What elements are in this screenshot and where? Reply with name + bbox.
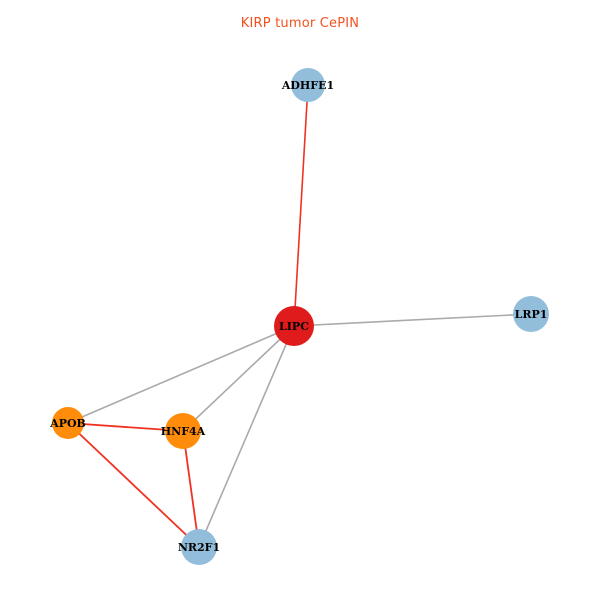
node-circle-hnf4a[interactable] bbox=[165, 413, 201, 449]
node-lrp1[interactable]: LRP1 bbox=[513, 296, 549, 332]
edge-lipc-apob bbox=[67, 325, 295, 424]
node-label-hnf4a: HNF4A bbox=[161, 425, 206, 438]
edge-lipc-lrp1 bbox=[293, 313, 532, 327]
node-circle-apob[interactable] bbox=[52, 407, 84, 439]
node-nr2f1[interactable]: NR2F1 bbox=[178, 529, 220, 565]
node-apob[interactable]: APOB bbox=[49, 407, 86, 439]
node-circle-nr2f1[interactable] bbox=[181, 529, 217, 565]
node-label-lrp1: LRP1 bbox=[515, 308, 548, 321]
node-label-nr2f1: NR2F1 bbox=[178, 541, 220, 554]
node-circle-lrp1[interactable] bbox=[513, 296, 549, 332]
node-label-lipc: LIPC bbox=[279, 320, 309, 333]
node-label-adhfe1: ADHFE1 bbox=[281, 79, 334, 92]
node-lipc[interactable]: LIPC bbox=[274, 306, 314, 346]
edge-hnf4a-nr2f1 bbox=[182, 430, 200, 548]
plot-title: KIRP tumor CePIN bbox=[240, 16, 360, 31]
edge-adhfe1-lipc bbox=[293, 84, 309, 327]
node-circle-lipc[interactable] bbox=[274, 306, 314, 346]
node-label-apob: APOB bbox=[49, 417, 86, 430]
node-circle-adhfe1[interactable] bbox=[291, 68, 325, 102]
edge-lipc-nr2f1 bbox=[198, 325, 295, 548]
edges-layer bbox=[67, 84, 532, 548]
edge-apob-hnf4a bbox=[67, 422, 184, 432]
edge-apob-nr2f1 bbox=[67, 422, 200, 548]
edge-lipc-hnf4a bbox=[182, 325, 295, 432]
node-adhfe1[interactable]: ADHFE1 bbox=[281, 68, 334, 102]
node-hnf4a[interactable]: HNF4A bbox=[161, 413, 206, 449]
